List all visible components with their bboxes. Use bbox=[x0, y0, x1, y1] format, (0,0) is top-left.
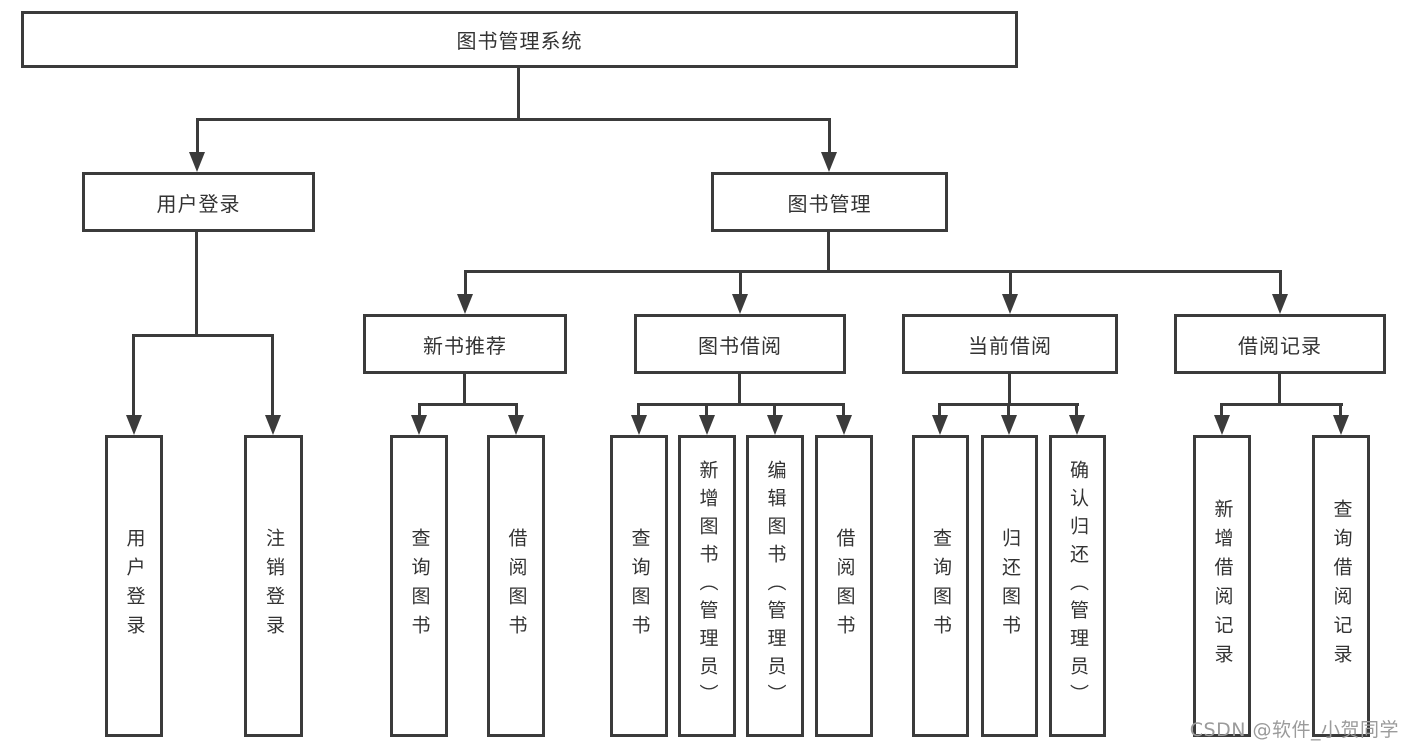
leaf-edit-books-admin: 编辑图书（管理员） bbox=[746, 435, 804, 737]
leaf-user-login: 用户登录 bbox=[105, 435, 163, 737]
node-library-management-system: 图书管理系统 bbox=[21, 11, 1018, 68]
connector-borrow-records-vline bbox=[1278, 371, 1281, 406]
leaf-label: 归还图书 bbox=[999, 528, 1021, 644]
arrow-down-icon bbox=[932, 415, 948, 435]
arrow-down-icon bbox=[767, 415, 783, 435]
csdn-watermark: CSDN @软件_小贺同学 bbox=[1189, 719, 1399, 741]
arrow-to-book-borrow-icon bbox=[732, 294, 748, 314]
arrow-down-icon bbox=[1214, 415, 1230, 435]
connector-leaf-vline bbox=[515, 403, 518, 417]
connector-leaf-vline bbox=[1075, 403, 1078, 417]
leaf-confirm-return-admin: 确认归还（管理员） bbox=[1049, 435, 1106, 737]
connector-to-leaf-logout-vline bbox=[271, 334, 274, 417]
connector-to-borrow-records-vline bbox=[1279, 270, 1282, 296]
node-new-book-recommendation: 新书推荐 bbox=[363, 314, 567, 374]
leaf-logout: 注销登录 bbox=[244, 435, 303, 737]
leaf-query-books: 查询图书 bbox=[390, 435, 448, 737]
connector-book-management-vline bbox=[827, 230, 830, 273]
leaf-label: 借阅图书 bbox=[505, 528, 528, 644]
connector-leaf-vline bbox=[637, 403, 640, 417]
connector-to-book-borrow-vline bbox=[739, 270, 742, 296]
arrow-to-user-login-icon bbox=[189, 152, 205, 172]
leaf-query-books: 查询图书 bbox=[912, 435, 969, 737]
leaf-borrow-books: 借阅图书 bbox=[487, 435, 545, 737]
connector-to-new-book-vline bbox=[464, 270, 467, 296]
leaf-label: 用户登录 bbox=[123, 528, 146, 644]
node-borrowing-records: 借阅记录 bbox=[1174, 314, 1386, 374]
connector-leaf-vline bbox=[842, 403, 845, 417]
connector-root-hbar bbox=[196, 118, 831, 121]
arrow-down-icon bbox=[1333, 415, 1349, 435]
leaf-label: 注销登录 bbox=[263, 528, 285, 644]
connector-to-book-management-vline bbox=[828, 118, 831, 154]
connector-book-management-hbar bbox=[464, 270, 1281, 273]
connector-new-book-hbar bbox=[418, 403, 518, 406]
connector-root-vline bbox=[517, 67, 520, 121]
arrow-down-icon bbox=[508, 415, 524, 435]
arrow-to-leaf-user-login-icon bbox=[126, 415, 142, 435]
arrow-down-icon bbox=[1001, 415, 1017, 435]
connector-user-login-vline bbox=[195, 230, 198, 337]
arrow-down-icon bbox=[1069, 415, 1085, 435]
connector-leaf-vline bbox=[1220, 403, 1223, 417]
leaf-query-books: 查询图书 bbox=[610, 435, 668, 737]
arrow-down-icon bbox=[631, 415, 647, 435]
arrow-down-icon bbox=[699, 415, 715, 435]
connector-book-borrow-vline bbox=[738, 371, 741, 406]
node-book-management: 图书管理 bbox=[711, 172, 948, 232]
arrow-to-new-book-icon bbox=[457, 294, 473, 314]
leaf-add-books-admin: 新增图书（管理员） bbox=[678, 435, 736, 737]
connector-current-borrow-vline bbox=[1008, 371, 1011, 406]
connector-leaf-vline bbox=[1007, 403, 1010, 417]
leaf-add-borrow-record: 新增借阅记录 bbox=[1193, 435, 1251, 737]
leaf-label: 查询借阅记录 bbox=[1330, 499, 1353, 673]
leaf-label: 借阅图书 bbox=[833, 528, 856, 644]
connector-borrow-records-hbar bbox=[1221, 403, 1343, 406]
connector-leaf-vline bbox=[1339, 403, 1342, 417]
leaf-return-books: 归还图书 bbox=[981, 435, 1038, 737]
connector-to-current-borrow-vline bbox=[1009, 270, 1012, 296]
node-current-borrowing: 当前借阅 bbox=[902, 314, 1118, 374]
arrow-to-book-management-icon bbox=[821, 152, 837, 172]
connector-book-borrow-hbar bbox=[638, 403, 844, 406]
leaf-label: 查询图书 bbox=[628, 528, 651, 644]
connector-leaf-vline bbox=[938, 403, 941, 417]
leaf-query-borrow-record: 查询借阅记录 bbox=[1312, 435, 1370, 737]
node-user-login: 用户登录 bbox=[82, 172, 315, 232]
connector-leaf-vline bbox=[418, 403, 421, 417]
arrow-to-borrow-records-icon bbox=[1272, 294, 1288, 314]
connector-user-login-hbar bbox=[132, 334, 274, 337]
leaf-label: 新增借阅记录 bbox=[1211, 499, 1234, 673]
leaf-label: 新增图书（管理员） bbox=[696, 460, 719, 712]
node-book-borrowing: 图书借阅 bbox=[634, 314, 846, 374]
connector-leaf-vline bbox=[773, 403, 776, 417]
connector-leaf-vline bbox=[705, 403, 708, 417]
arrow-to-current-borrow-icon bbox=[1002, 294, 1018, 314]
leaf-borrow-books: 借阅图书 bbox=[815, 435, 873, 737]
connector-to-user-login-vline bbox=[196, 118, 199, 154]
connector-new-book-vline bbox=[463, 371, 466, 406]
arrow-down-icon bbox=[411, 415, 427, 435]
leaf-label: 编辑图书（管理员） bbox=[764, 460, 787, 712]
leaf-label: 查询图书 bbox=[930, 528, 952, 644]
connector-to-leaf-user-login-vline bbox=[132, 334, 135, 417]
leaf-label: 查询图书 bbox=[408, 528, 431, 644]
arrow-down-icon bbox=[836, 415, 852, 435]
leaf-label: 确认归还（管理员） bbox=[1067, 460, 1089, 712]
arrow-to-leaf-logout-icon bbox=[265, 415, 281, 435]
